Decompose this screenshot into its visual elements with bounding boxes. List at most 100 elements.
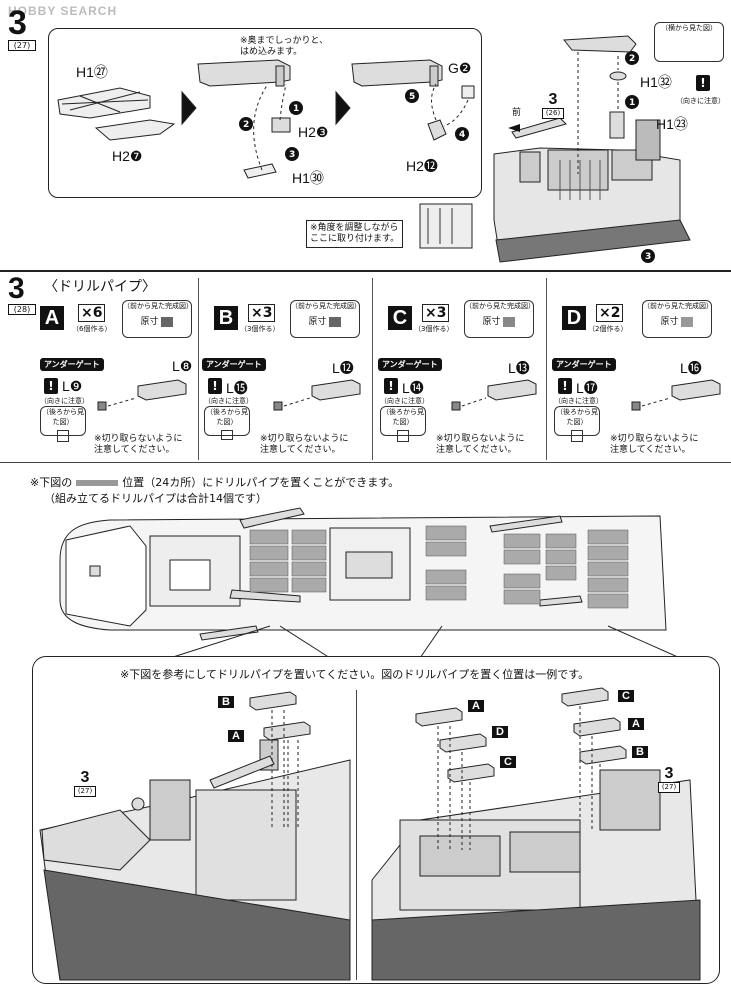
exclamation-icon: ! — [208, 378, 222, 394]
variant-c-back-view: （後ろから見た図） — [380, 406, 426, 442]
drill-pipe-illustrations — [97, 379, 721, 411]
variant-a-cut-note: ※切り取らないように 注意してください。 — [94, 434, 183, 455]
ref-right-tag-c2-label: C — [618, 690, 634, 702]
ref-right-tag-a2-label: A — [628, 718, 644, 730]
variant-a-small-part: L❾ — [62, 378, 83, 394]
variant-a-count: ×6 — [78, 304, 106, 322]
variant-d-actual-size: 原寸 — [660, 317, 679, 327]
variant-b-cut-note: ※切り取らないように 注意してください。 — [260, 434, 349, 455]
variant-c-cut-note: ※切り取らないように 注意してください。 — [436, 434, 525, 455]
variant-d-back-view: （後ろから見た図） — [554, 406, 600, 442]
ref-left-step-marker: 3 (27) — [74, 770, 96, 797]
part-label-h2-12: H2⓬ — [406, 158, 438, 174]
svg-text:3: 3 — [289, 150, 295, 160]
svg-text:1: 1 — [293, 104, 299, 114]
variant-d-front-view: （前から見た完成図） 原寸 — [642, 300, 713, 338]
variant-d-cut-note: ※切り取らないように 注意してください。 — [610, 434, 699, 455]
ref-left-tag-b-label: B — [218, 696, 234, 708]
ref-right-tag-d: D — [492, 720, 508, 739]
placement-note-prefix: ※下図の — [30, 476, 73, 489]
placement-note-line2: （組み立てるドリルパイプは合計14個です） — [44, 492, 267, 505]
svg-text:1: 1 — [629, 98, 635, 108]
variant-d-small-part: L⓱ — [576, 380, 598, 396]
pipe-end-icon — [571, 430, 583, 442]
part-label-h1-30: H1㉚ — [292, 170, 324, 186]
variant-b-attention: （向きに注意） — [204, 397, 253, 405]
ref-right-tag-c2: C — [618, 684, 634, 703]
variant-a-big-part: L❽ — [172, 358, 193, 374]
variant-d-letter: D — [562, 306, 586, 330]
pipe-section-icon — [503, 316, 516, 327]
svg-text:2: 2 — [243, 120, 249, 130]
variant-c-count: ×3 — [422, 304, 450, 322]
variant-d-count: ×2 — [596, 304, 624, 322]
variant-d-back-view-label: （後ろから見た図） — [556, 408, 598, 426]
pipe-section-icon — [329, 316, 342, 327]
pipe-section-icon — [681, 316, 694, 327]
drill-step-marker: 3 (28) — [8, 274, 38, 315]
column-divider-1 — [198, 278, 199, 460]
reference-note: ※下図を参考にしてドリルパイプを置いてください。図のドリルパイプを置く位置は一例… — [120, 668, 590, 681]
variant-a-front-view-label: （前から見た完成図） — [123, 302, 193, 310]
side-view-label: （横から見た図） — [661, 24, 717, 32]
ref-right-tag-a1: A — [468, 694, 484, 713]
variant-a-attention: （向きに注意） — [40, 397, 89, 405]
variant-c: C ×3 （3個作る） （前から見た完成図） 原寸 アンダーゲート ! L⓮ （… — [378, 300, 544, 460]
part-label-h2-3: H2❸ — [298, 124, 329, 140]
variant-c-small-part: L⓮ — [402, 380, 424, 396]
variant-b-small-part: L⓯ — [226, 380, 248, 396]
variant-c-big-part: L⓭ — [508, 360, 530, 376]
variant-b-back-view-label: （後ろから見た図） — [206, 408, 248, 426]
part-label-h1-23: H1㉓ — [656, 116, 688, 132]
front-label: 前 — [512, 108, 522, 118]
ref-left-tag-a: A — [228, 724, 244, 743]
ref-left-step-sub: (27) — [74, 786, 96, 797]
ref-right-tag-d-label: D — [492, 726, 508, 738]
note-angle-adjust: ※角度を調整しながら ここに取り付けます。 — [306, 220, 404, 248]
variant-b-actual-size: 原寸 — [308, 317, 327, 327]
variant-d-attention: （向きに注意） — [554, 397, 603, 405]
top-step-marker: 3 (27) — [8, 6, 40, 51]
inset-step-marker: 3 (26) — [542, 92, 564, 119]
ref-right-step-number: 3 — [664, 765, 674, 782]
ref-right-tag-c1: C — [500, 750, 516, 769]
variant-b-under-gate: アンダーゲート — [202, 358, 266, 371]
ref-right-tag-c1-label: C — [500, 756, 516, 768]
exclamation-icon: ! — [384, 378, 398, 394]
variant-c-made: （3個作る） — [414, 325, 454, 333]
column-divider-2 — [372, 278, 373, 460]
top-assembly-illustration: 1 2 3 5 4 2 1 3 — [57, 35, 706, 263]
variant-b-back-view: （後ろから見た図） — [204, 406, 250, 440]
part-label-h1-27: H1㉗ — [76, 64, 108, 80]
variant-b-letter: B — [214, 306, 238, 330]
variant-a-actual-size: 原寸 — [140, 317, 159, 327]
part-label-h2-7: H2❼ — [112, 148, 143, 164]
drill-step-title: 〈ドリルパイプ〉 — [44, 279, 156, 295]
inset-step-sub: (26) — [542, 108, 564, 119]
ref-right-tag-b-label: B — [632, 746, 648, 758]
section-divider-mid — [0, 462, 731, 463]
attention-label: （向きに注意） — [676, 97, 725, 105]
variant-c-back-view-label: （後ろから見た図） — [382, 408, 424, 426]
svg-text:3: 3 — [645, 252, 651, 262]
variant-d-front-view-label: （前から見た完成図） — [643, 302, 713, 310]
section-divider-top — [0, 270, 731, 272]
top-step-sub: (27) — [8, 40, 36, 51]
side-view-bubble: （横から見た図） — [654, 22, 724, 62]
drill-step-sub: (28) — [8, 304, 36, 315]
variant-d-big-part: L⓰ — [680, 360, 702, 376]
variant-c-front-view-label: （前から見た完成図） — [465, 302, 535, 310]
variant-d-under-gate: アンダーゲート — [552, 358, 616, 371]
ref-right-tag-a1-label: A — [468, 700, 484, 712]
placement-note-line1: ※下図の位置（24カ所）にドリルパイプを置くことができます。 — [30, 474, 399, 490]
top-step-number: 3 — [8, 4, 27, 42]
part-label-g-2: G❷ — [448, 60, 472, 76]
variant-a-under-gate: アンダーゲート — [40, 358, 104, 371]
variant-c-under-gate: アンダーゲート — [378, 358, 442, 371]
pipe-end-icon — [57, 430, 69, 442]
reference-panel-divider — [356, 690, 357, 980]
variant-b: B ×3 （3個作る） （前から見た完成図） 原寸 アンダーゲート ! L⓯ （… — [202, 300, 370, 460]
pipe-section-icon — [161, 316, 174, 327]
